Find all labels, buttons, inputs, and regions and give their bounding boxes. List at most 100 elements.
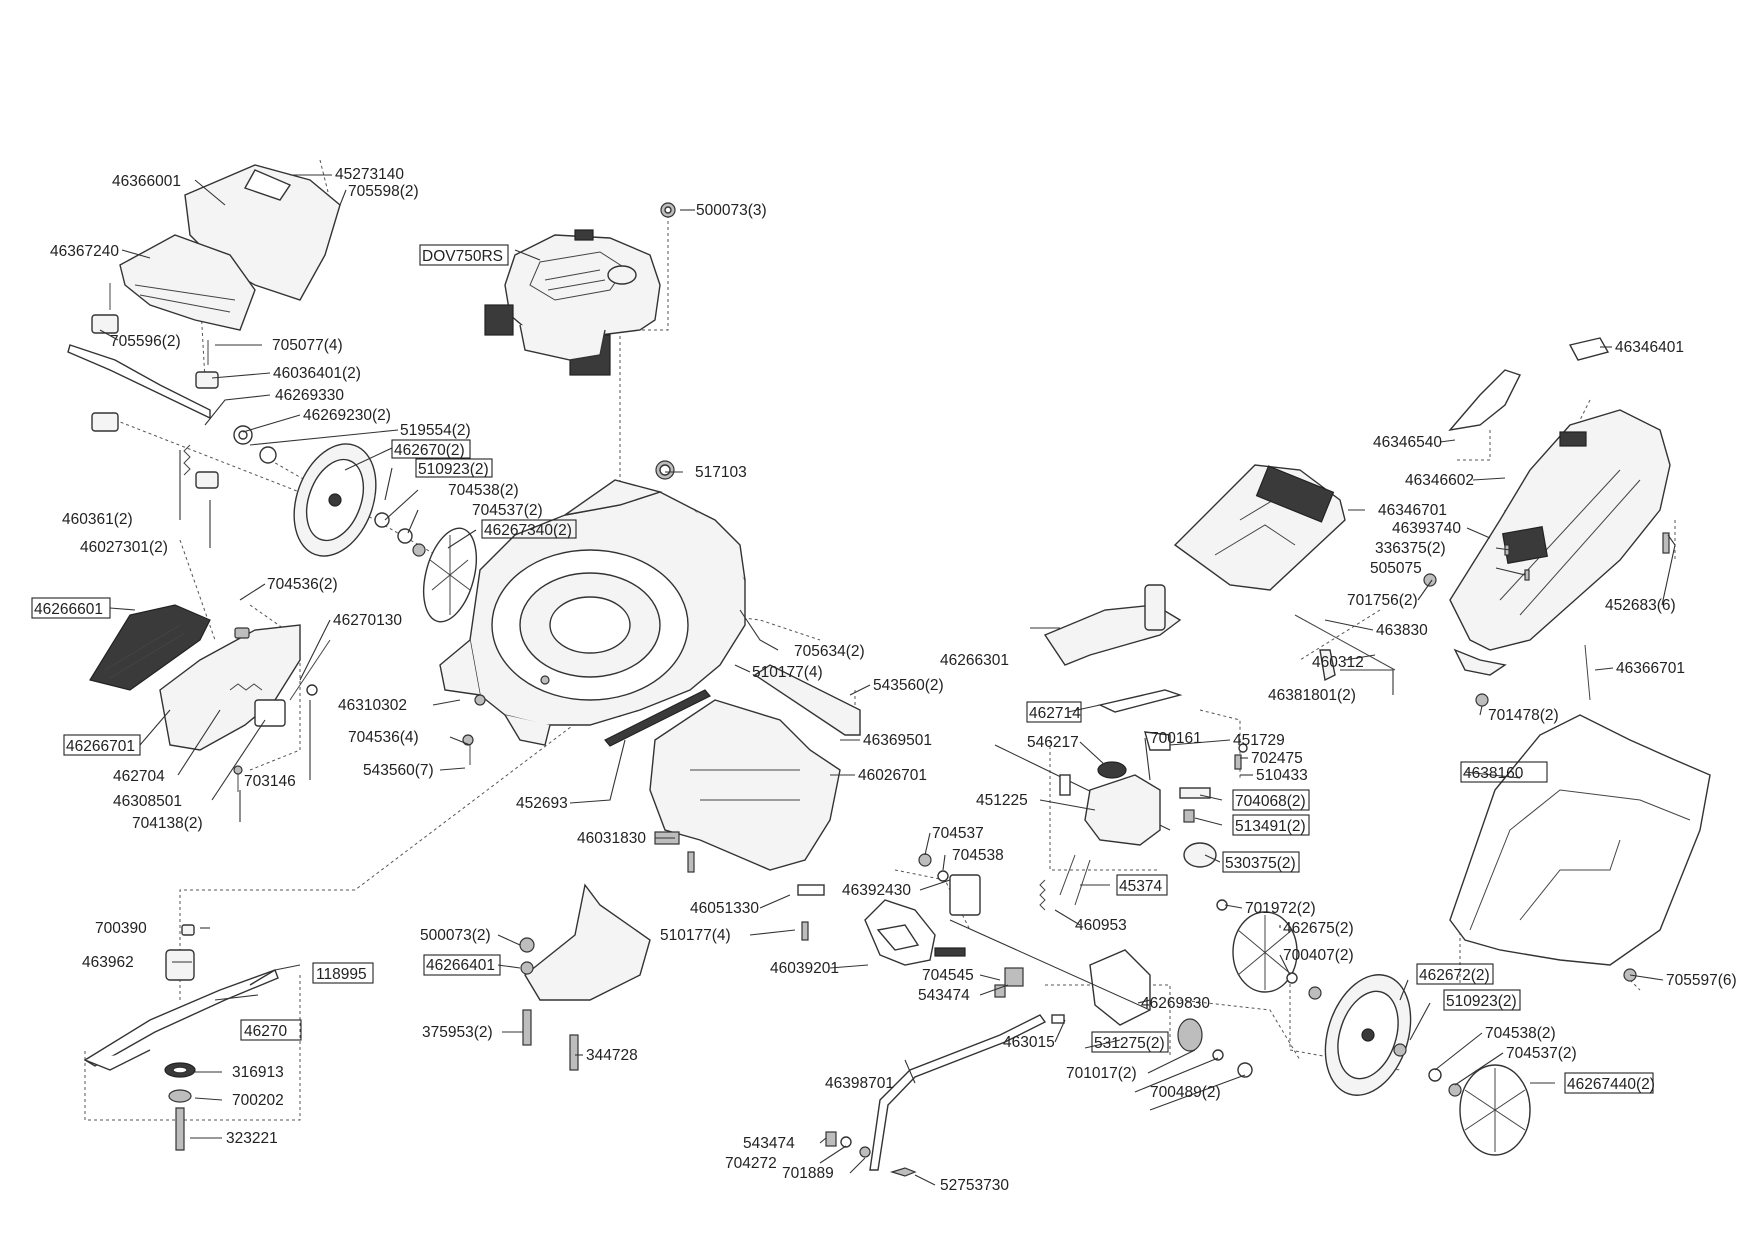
part-label: 452693 bbox=[516, 795, 568, 812]
part-label: 510923(2) bbox=[1446, 993, 1517, 1010]
part-label: 704537(2) bbox=[1506, 1045, 1577, 1062]
handle-46346540 bbox=[1448, 369, 1521, 432]
part-label: 46267340(2) bbox=[484, 522, 572, 539]
part-label: 700202 bbox=[232, 1092, 284, 1109]
part-label: 462704 bbox=[113, 768, 165, 785]
part-label: 705634(2) bbox=[794, 643, 865, 660]
part-label: 702475 bbox=[1251, 750, 1303, 767]
bracket-46392430 bbox=[949, 874, 981, 916]
part-label: 46346540 bbox=[1373, 434, 1442, 451]
part-label: 531275(2) bbox=[1094, 1035, 1165, 1052]
part-label: 451729 bbox=[1233, 732, 1285, 749]
gearbox-546217 bbox=[1084, 774, 1161, 846]
part-label: 704536(2) bbox=[267, 576, 338, 593]
part-label: 519554(2) bbox=[400, 422, 471, 439]
part-label: 704537 bbox=[932, 825, 984, 842]
grass-bag-4638160 bbox=[1449, 714, 1711, 966]
part-label: 46270130 bbox=[333, 612, 402, 629]
part-label: 344728 bbox=[586, 1047, 638, 1064]
part-label: 510923(2) bbox=[418, 461, 489, 478]
part-label: 704138(2) bbox=[132, 815, 203, 832]
part-label: 46346701 bbox=[1378, 502, 1447, 519]
lower-handle-46398701 bbox=[869, 1014, 1047, 1171]
part-label: 701478(2) bbox=[1488, 707, 1559, 724]
part-label: 52753730 bbox=[940, 1177, 1009, 1194]
part-label: 46051330 bbox=[690, 900, 759, 917]
part-label: 46039201 bbox=[770, 960, 839, 977]
part-label: 118995 bbox=[316, 966, 367, 983]
part-label: 46369501 bbox=[863, 732, 932, 749]
part-label: 462670(2) bbox=[394, 442, 465, 459]
part-label: 701889 bbox=[782, 1165, 834, 1182]
part-label: 463830 bbox=[1376, 622, 1428, 639]
part-label: 46392430 bbox=[842, 882, 911, 899]
part-label: 46270 bbox=[244, 1023, 287, 1040]
tab-46346401 bbox=[1568, 337, 1610, 361]
part-label: 543560(2) bbox=[873, 677, 944, 694]
side-flap-46266601 bbox=[89, 604, 211, 691]
front-grille-46367240 bbox=[119, 234, 256, 331]
pinion-530375 bbox=[1183, 842, 1217, 868]
part-label: 704536(4) bbox=[348, 729, 419, 746]
part-label: 704538(2) bbox=[1485, 1025, 1556, 1042]
part-label: 46269830 bbox=[1141, 995, 1210, 1012]
part-label: 500073(2) bbox=[420, 927, 491, 944]
part-label: 46366701 bbox=[1616, 660, 1685, 677]
part-label: 704537(2) bbox=[472, 502, 543, 519]
part-label: 46310302 bbox=[338, 697, 407, 714]
part-label: 510177(4) bbox=[660, 927, 731, 944]
part-label: 46036401(2) bbox=[273, 365, 361, 382]
axle-rod bbox=[67, 344, 211, 420]
label-boxes bbox=[31, 244, 1654, 1094]
part-label: 513491(2) bbox=[1235, 818, 1306, 835]
part-label: 462675(2) bbox=[1283, 920, 1354, 937]
leader-lines bbox=[99, 174, 1676, 1186]
blade-46270 bbox=[83, 969, 279, 1067]
part-label: 505075 bbox=[1370, 560, 1422, 577]
part-label: 46381801(2) bbox=[1268, 687, 1356, 704]
part-label: 510177(4) bbox=[752, 664, 823, 681]
part-label: 543474 bbox=[743, 1135, 795, 1152]
part-label: 510433 bbox=[1256, 767, 1308, 784]
part-label: 704272 bbox=[725, 1155, 777, 1172]
part-label: 704545 bbox=[922, 967, 974, 984]
blade-holder-463962 bbox=[165, 949, 195, 981]
part-label: 46267440(2) bbox=[1567, 1076, 1655, 1093]
part-label: 46031830 bbox=[577, 830, 646, 847]
mulch-plug-46266701 bbox=[159, 624, 301, 751]
part-label: 460953 bbox=[1075, 917, 1127, 934]
deflector-46026701 bbox=[649, 699, 841, 871]
part-label: 452683(6) bbox=[1605, 597, 1676, 614]
part-label: 462714 bbox=[1029, 705, 1081, 722]
part-label: 323221 bbox=[226, 1130, 278, 1147]
part-label: 46027301(2) bbox=[80, 539, 168, 556]
engine-DOV750RS bbox=[504, 234, 661, 341]
part-label: 45273140 bbox=[335, 166, 404, 183]
part-label: 46269330 bbox=[275, 387, 344, 404]
part-label: 46398701 bbox=[825, 1075, 894, 1092]
part-label: 45374 bbox=[1119, 878, 1162, 895]
part-label: DOV750RS bbox=[422, 248, 503, 265]
part-label: 700390 bbox=[95, 920, 147, 937]
part-label: 46266701 bbox=[66, 738, 135, 755]
part-label: 704068(2) bbox=[1235, 793, 1306, 810]
part-label: 46346401 bbox=[1615, 339, 1684, 356]
part-number-labels: 46366001 45273140 705598(2) 46367240 705… bbox=[34, 166, 1737, 1194]
pinion-531275 bbox=[1177, 1018, 1203, 1052]
part-label: 705598(2) bbox=[348, 183, 419, 200]
part-label: 46026701 bbox=[858, 767, 927, 784]
part-label: 46393740 bbox=[1392, 520, 1461, 537]
part-label: 543560(7) bbox=[363, 762, 434, 779]
part-label: 517103 bbox=[695, 464, 747, 481]
part-label: 462672(2) bbox=[1419, 967, 1490, 984]
part-label: 4638160 bbox=[1463, 765, 1524, 782]
bag-frame-46346602 bbox=[1449, 409, 1671, 651]
guard-46266401 bbox=[524, 883, 651, 1001]
part-label: 704538 bbox=[952, 847, 1004, 864]
part-label: 46266601 bbox=[34, 601, 103, 618]
part-label: 46367240 bbox=[50, 243, 119, 260]
part-label: 700161 bbox=[1150, 730, 1202, 747]
part-label: 463962 bbox=[82, 954, 134, 971]
part-label: 705597(6) bbox=[1666, 972, 1737, 989]
